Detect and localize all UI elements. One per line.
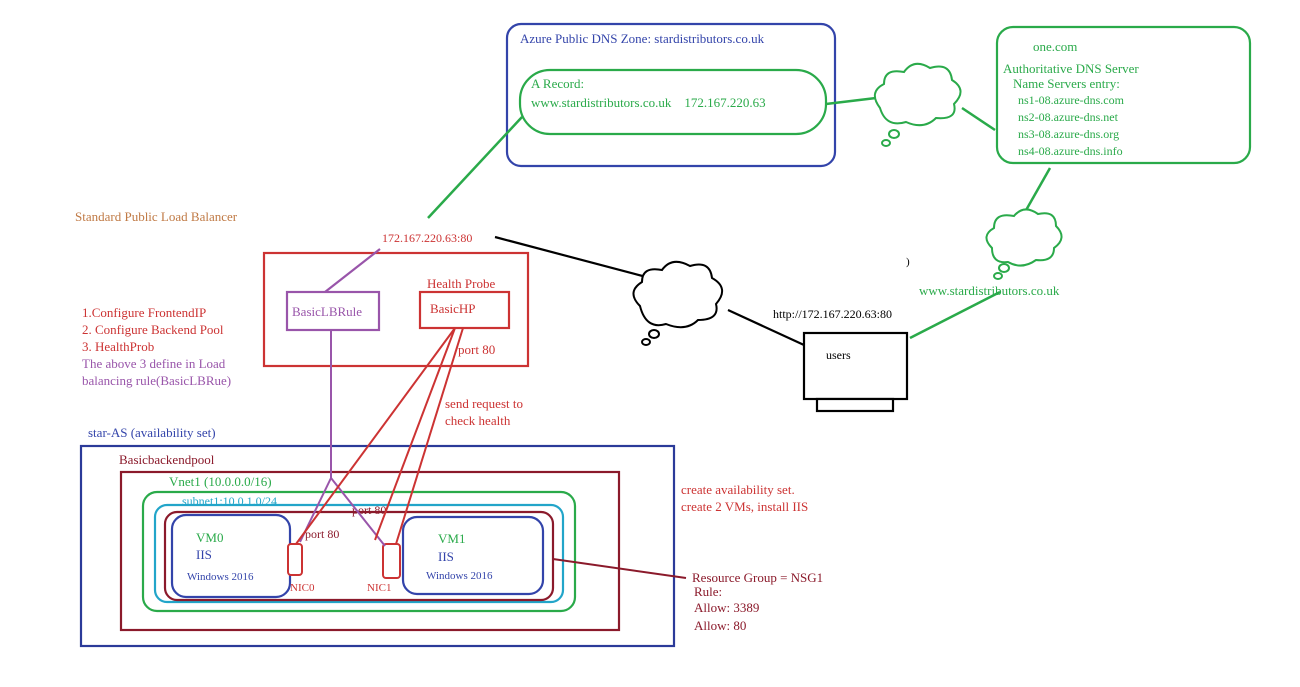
steps-group: 1.Configure FrontendIP 2. Configure Back… — [82, 305, 231, 388]
probe-note-2: check health — [445, 413, 511, 428]
nsg-rule-2: Allow: 80 — [694, 618, 746, 633]
vm0-os: Windows 2016 — [187, 571, 254, 583]
step-2: 2. Configure Backend Pool — [82, 322, 224, 337]
stray-mark: ) — [906, 256, 910, 268]
nsg-rule-label: Rule: — [694, 584, 722, 599]
name-server: ns1-08.azure-dns.com — [1018, 93, 1125, 107]
steps-note-2: balancing rule(BasicLBRue) — [82, 373, 231, 388]
dns-zone-box — [505, 22, 837, 168]
lb-rule-box[interactable] — [285, 290, 381, 332]
nsg-scope-box — [163, 510, 555, 602]
vm1-name: VM1 — [438, 531, 465, 546]
dns-zone-group: Azure Public DNS Zone: stardistributors.… — [505, 22, 837, 168]
frontend-ip-label: 172.167.220.63:80 — [382, 231, 472, 245]
black-connectors — [494, 235, 805, 346]
vnet-label: Vnet1 (10.0.0.0/16) — [169, 474, 272, 489]
nsg-connector-line — [552, 558, 687, 579]
health-probe-box[interactable] — [418, 290, 511, 330]
a-record-box — [518, 68, 828, 136]
nic1-icon[interactable] — [382, 543, 401, 579]
nic0-label: NIC0 — [290, 582, 315, 594]
step-3: 3. HealthProb — [82, 339, 154, 354]
name-server: ns2-08.azure-dns.net — [1018, 110, 1119, 124]
backend-pool-label: Basicbackendpool — [119, 452, 215, 467]
vm1-group: VM1 IIS Windows 2016 NIC1 — [367, 515, 545, 596]
cloud-icon — [985, 208, 1063, 280]
cloud-icon — [873, 62, 962, 147]
onecom-entry-title: Name Servers entry: — [1013, 76, 1120, 91]
vm0-box[interactable] — [170, 513, 292, 599]
dns-zone-title: Azure Public DNS Zone: stardistributors.… — [520, 31, 765, 46]
steps-note-1: The above 3 define in Load — [82, 356, 226, 371]
vm1-role: IIS — [438, 549, 454, 564]
lb-box — [262, 251, 530, 368]
a-record-title: A Record: — [531, 76, 584, 91]
nic0-icon[interactable] — [287, 543, 303, 576]
health-probe-label: Health Probe — [427, 276, 495, 291]
vm1-box[interactable] — [401, 515, 545, 596]
vnet-box — [141, 490, 577, 613]
green-connectors — [427, 96, 1052, 340]
health-probe-name: BasicHP — [430, 301, 476, 316]
load-balancer-group: Standard Public Load Balancer 172.167.22… — [75, 209, 530, 368]
monitor-stand-icon — [815, 397, 895, 413]
users-label: users — [826, 348, 851, 362]
vm0-role: IIS — [196, 547, 212, 562]
name-server: ns4-08.azure-dns.info — [1018, 144, 1123, 158]
nic1-label: NIC1 — [367, 582, 391, 594]
users-url: http://172.167.220.63:80 — [773, 307, 892, 321]
onecom-title: one.com — [1033, 39, 1077, 54]
notes-line-2: create 2 VMs, install IIS — [681, 499, 808, 514]
vm0-name: VM0 — [196, 530, 223, 545]
onecom-box — [995, 25, 1252, 165]
frontend-to-rule-line — [324, 248, 381, 293]
availability-set-box — [79, 444, 676, 648]
cloud-icon — [632, 260, 723, 346]
onecom-group: one.com Authoritative DNS Server Name Se… — [995, 25, 1252, 165]
nsg-group: Resource Group = NSG1 Rule: Allow: 3389 … — [692, 570, 823, 633]
port-top-label: port 80 — [352, 503, 386, 517]
step-1: 1.Configure FrontendIP — [82, 305, 206, 320]
probe-note-1: send request to — [445, 396, 523, 411]
a-record-value: www.stardistributors.co.uk 172.167.220.6… — [531, 95, 766, 110]
name-server: ns3-08.azure-dns.org — [1018, 127, 1119, 141]
probe-port-label: port 80 — [458, 342, 495, 357]
vm1-os: Windows 2016 — [426, 570, 493, 582]
vm0-group: VM0 IIS Windows 2016 NIC0 port 80 — [170, 513, 339, 599]
nsg-rule-1: Allow: 3389 — [694, 600, 759, 615]
nsg-title: Resource Group = NSG1 — [692, 570, 823, 585]
probe-to-nic-lines — [295, 327, 464, 545]
site-label: www.stardistributors.co.uk — [919, 283, 1060, 298]
subnet-box — [153, 503, 565, 604]
backend-pool-box — [119, 470, 621, 632]
port-nic0-label: port 80 — [305, 527, 339, 541]
users-group: http://172.167.220.63:80 users ) www.sta… — [773, 256, 1060, 413]
lb-title: Standard Public Load Balancer — [75, 209, 238, 224]
notes-line-1: create availability set. — [681, 482, 795, 497]
lb-rule-name: BasicLBRule — [292, 304, 362, 319]
onecom-subtitle: Authoritative DNS Server — [1003, 61, 1139, 76]
users-monitor-icon[interactable] — [802, 331, 909, 401]
availability-set-label: star-AS (availability set) — [88, 425, 216, 440]
